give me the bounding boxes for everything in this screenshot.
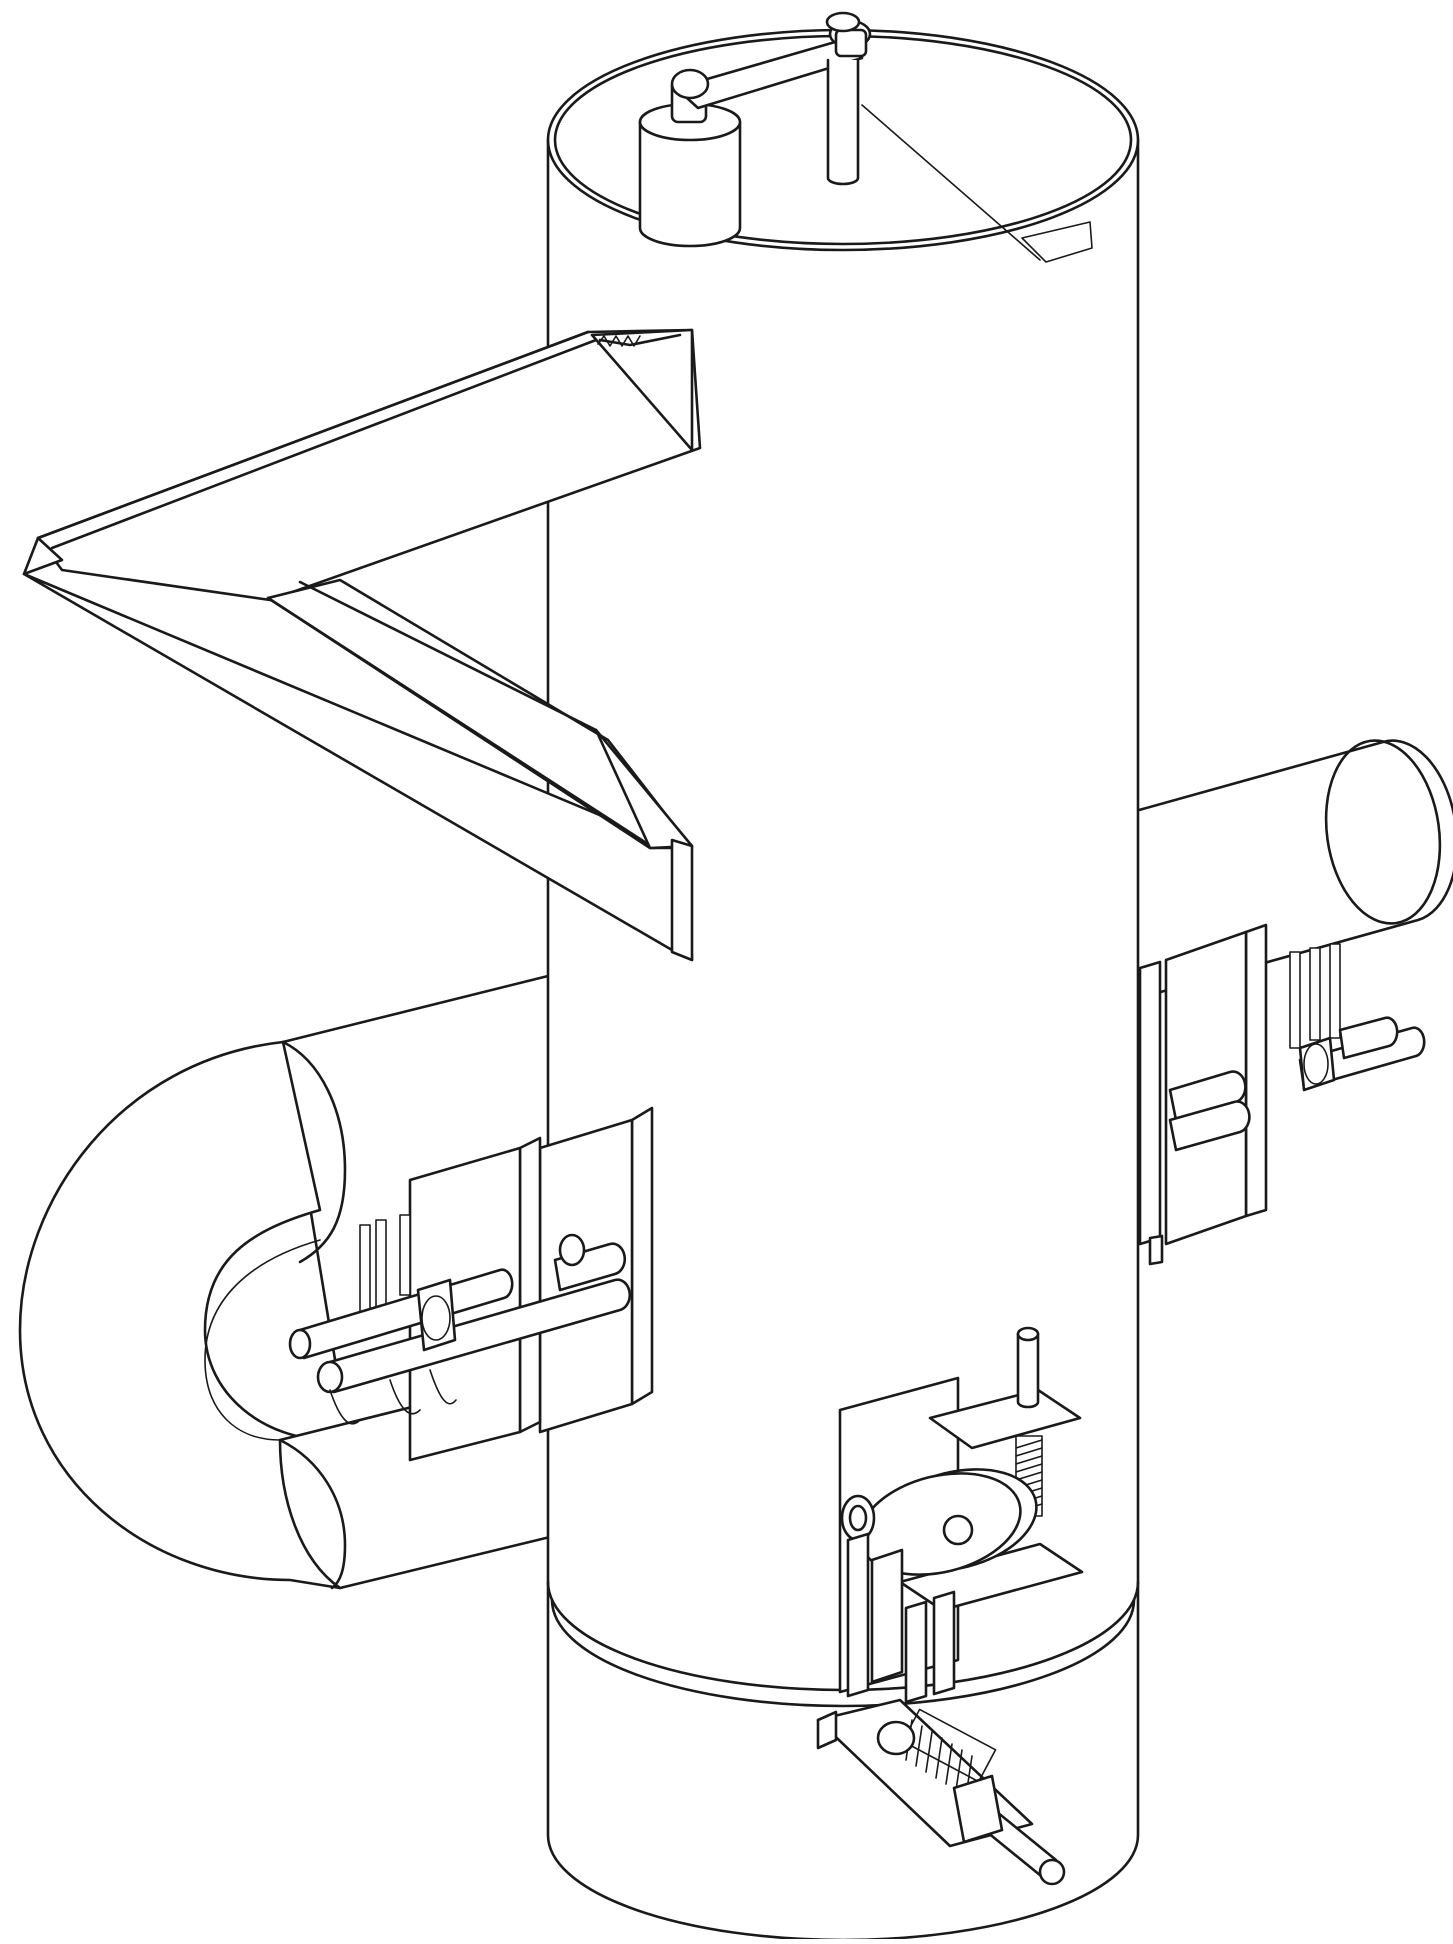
v-shaped-chute <box>22 328 702 962</box>
left-pipe-blade-assembly <box>288 1106 654 1462</box>
right-side-pipe <box>1130 739 1453 1002</box>
top-mechanism <box>638 11 1093 263</box>
bottom-cam-mechanism <box>816 1326 1084 1886</box>
right-pipe-blade-assembly <box>1138 923 1426 1266</box>
